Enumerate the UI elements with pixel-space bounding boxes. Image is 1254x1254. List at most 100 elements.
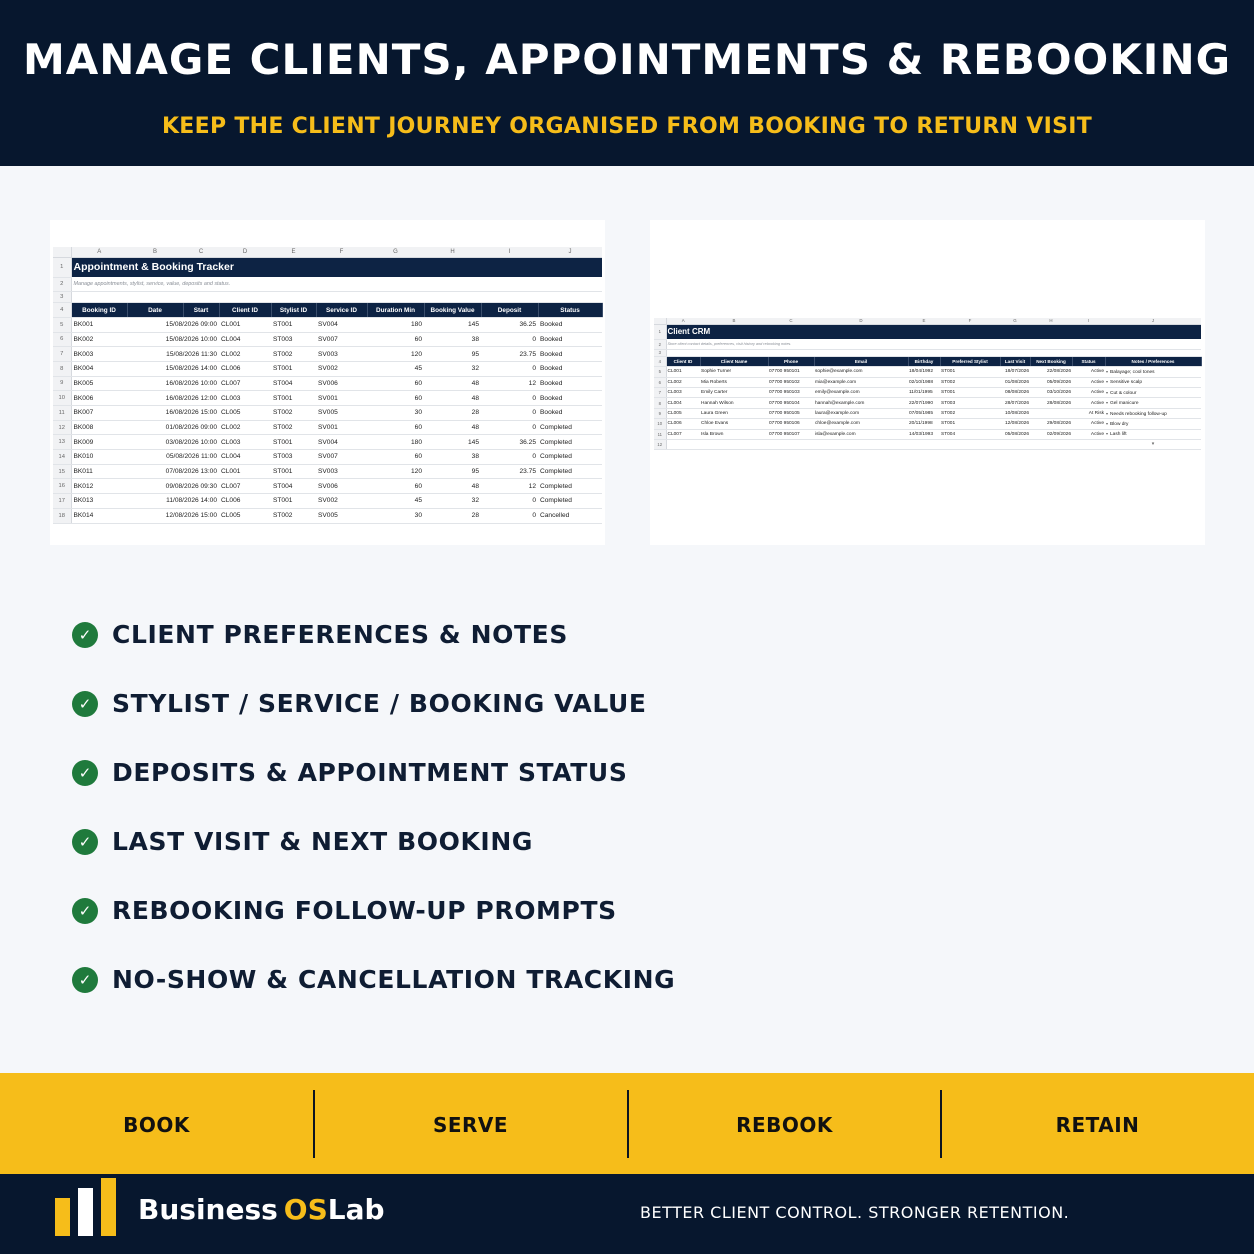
column-letter: A (666, 318, 700, 325)
cell-name: Laura Green (700, 408, 768, 420)
column-letter: H (424, 247, 481, 258)
row-number: 12 (654, 439, 667, 451)
cell-date: 15/08/2026 10:00 (127, 332, 219, 348)
dropdown-arrow-icon[interactable]: ▾ (1106, 389, 1109, 395)
cell-deposit: 0 (481, 390, 538, 406)
dropdown-arrow-icon[interactable]: ▾ (1106, 410, 1109, 416)
empty-cell (768, 439, 814, 451)
band-step-book: BOOK (123, 1113, 190, 1137)
column-letter: B (127, 247, 183, 258)
notes-text: Lash lift (1110, 432, 1127, 438)
column-header: Client Name (700, 356, 769, 368)
cell-birthday: 07/05/1985 (908, 408, 940, 420)
cell-id: CL001 (666, 366, 700, 378)
cell-date: 01/08/2026 09:00 (127, 420, 219, 436)
cell-service: SV006 (316, 376, 367, 392)
cell-next: 03/10/2026 (1030, 387, 1072, 399)
cell-status: Booked (538, 317, 602, 333)
cell-birthday: 20/11/1998 (908, 418, 940, 430)
cell-phone: 07700 950101 (768, 366, 814, 378)
cell-deposit: 23.75 (481, 346, 538, 362)
cell-next: 29/08/2026 (1030, 418, 1072, 430)
dropdown-arrow-icon[interactable]: ▾ (1106, 400, 1109, 406)
cell-id: BK004 (71, 361, 127, 377)
blank-row: 3 (654, 349, 1201, 357)
column-header: Notes / Preferences (1105, 356, 1202, 368)
row-number: 18 (53, 508, 72, 524)
cell-status: Completed (538, 420, 602, 436)
column-header: Stylist ID (271, 302, 317, 318)
cell-dur: 120 (367, 464, 424, 480)
feature-label: LAST VISIT & NEXT BOOKING (112, 827, 533, 856)
cell-value: 38 (424, 332, 481, 348)
cell-client: CL005 (219, 405, 271, 421)
cell-stylist: ST002 (271, 508, 316, 524)
cell-status: Booked (538, 376, 602, 392)
row-number: 13 (53, 434, 72, 451)
cell-service: SV001 (316, 420, 367, 436)
cell-stylist: ST001 (271, 317, 316, 333)
cell-value: 32 (424, 361, 481, 377)
dropdown-arrow-icon: ▾ (1105, 439, 1201, 451)
cell-phone: 07700 950107 (768, 429, 814, 441)
feature-label: STYLIST / SERVICE / BOOKING VALUE (112, 689, 647, 718)
column-letter: D (814, 318, 908, 325)
column-header: Client ID (219, 302, 272, 318)
empty-cell (940, 439, 1000, 451)
dropdown-arrow-icon[interactable]: ▾ (1106, 368, 1109, 374)
empty-cell (1000, 439, 1030, 451)
cell-client: CL006 (219, 493, 271, 509)
empty-cell (908, 439, 940, 451)
checkmark-icon: ✓ (72, 967, 98, 993)
feature-item: ✓ DEPOSITS & APPOINTMENT STATUS (70, 750, 770, 796)
page-title: MANAGE CLIENTS, APPOINTMENTS & REBOOKING (22, 35, 1232, 84)
cell-stylist: ST001 (271, 361, 316, 377)
cell-notes: ▾Gel manicure (1105, 397, 1201, 409)
cell-birthday: 02/10/1988 (908, 377, 940, 389)
cell-stylist: ST001 (271, 390, 316, 406)
blank-row: 3 (53, 291, 602, 304)
cell-status: Active (1072, 429, 1105, 441)
cell-id: BK014 (71, 508, 127, 524)
journey-band: BOOK SERVE REBOOK RETAIN (0, 1073, 1254, 1174)
cell-date: 15/08/2026 09:00 (127, 317, 219, 333)
cell-dur: 60 (367, 390, 424, 406)
cell-notes: ▾Blow dry (1105, 418, 1201, 430)
band-step-rebook: REBOOK (736, 1113, 833, 1137)
cell-notes: ▾Cut & colour (1105, 387, 1201, 399)
cell-last: 28/07/2026 (1000, 397, 1030, 409)
column-letter: F (940, 318, 1000, 325)
row-number: 15 (53, 464, 72, 480)
cell-next: 05/09/2026 (1030, 377, 1072, 389)
dropdown-arrow-icon[interactable]: ▾ (1106, 431, 1109, 437)
checkmark-icon: ✓ (72, 829, 98, 855)
cell-service: SV005 (316, 508, 367, 524)
cell-client: CL003 (219, 390, 271, 406)
cell-status: Booked (538, 332, 602, 348)
cell-deposit: 0 (481, 332, 538, 348)
cell-deposit: 0 (481, 508, 538, 524)
cell-client: CL002 (219, 346, 271, 362)
dropdown-arrow-icon[interactable]: ▾ (1106, 379, 1109, 385)
cell-stylist: ST002 (940, 377, 1000, 389)
column-letter: H (1030, 318, 1072, 325)
cell-deposit: 12 (481, 478, 538, 495)
cell-status: Cancelled (538, 508, 602, 524)
notes-text: Needs rebooking follow-up (1110, 411, 1167, 417)
dropdown-arrow-icon[interactable]: ▾ (1106, 420, 1109, 426)
cell-last: 05/08/2026 (1000, 429, 1030, 441)
cell-id: BK010 (71, 449, 127, 465)
column-header: Booking Value (424, 302, 482, 318)
cell-client: CL004 (219, 332, 271, 348)
cell-deposit: 0 (481, 361, 538, 377)
cell-deposit: 0 (481, 420, 538, 436)
